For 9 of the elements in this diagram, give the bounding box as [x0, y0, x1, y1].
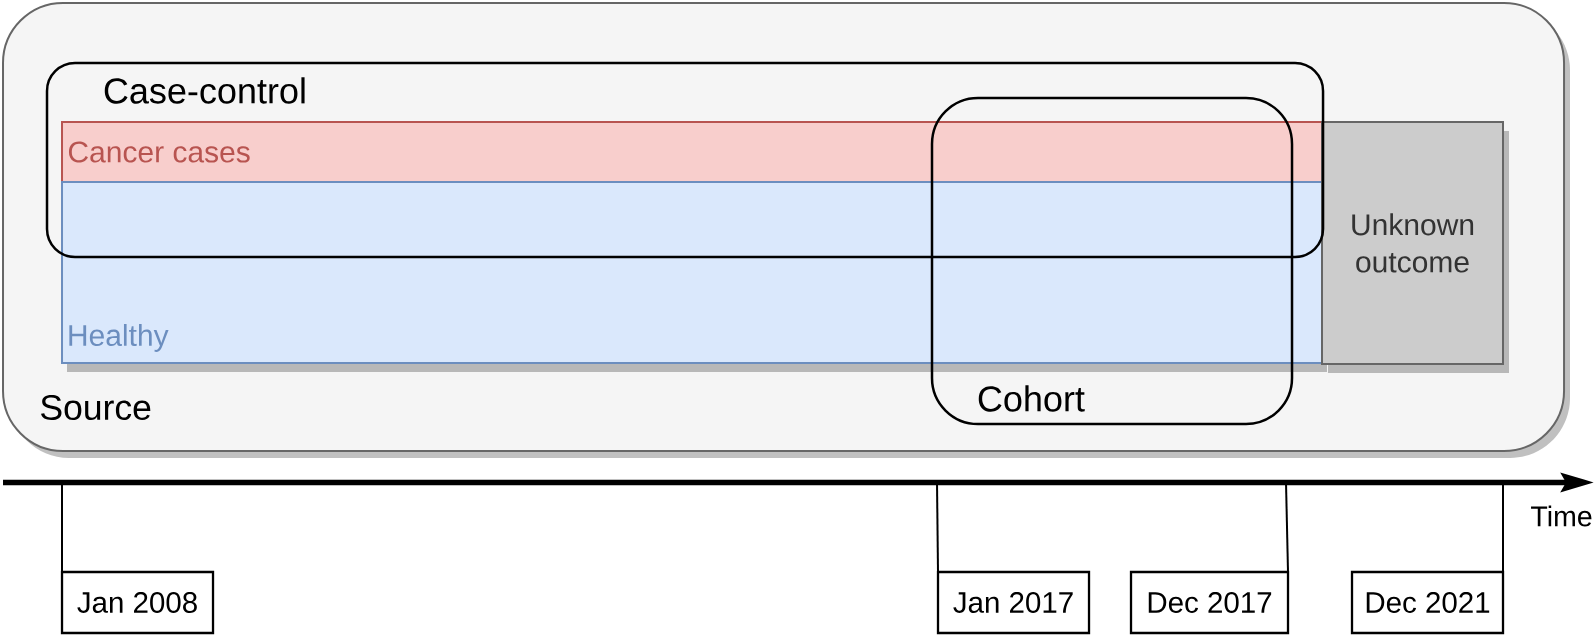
date-box: Dec 2021 — [1350, 570, 1505, 635]
axis-label: Time — [1531, 505, 1592, 527]
timeline-band: Healthy — [61, 181, 1327, 372]
date-box: Dec 2017 — [1129, 570, 1290, 635]
shaded-box: Unknown outcome — [1321, 121, 1509, 373]
date-box: Jan 2017 — [936, 570, 1091, 635]
date-box: Jan 2008 — [60, 570, 215, 635]
group-outline: Cohort — [930, 96, 1294, 426]
timeline-band: Cancer cases — [61, 121, 1324, 183]
